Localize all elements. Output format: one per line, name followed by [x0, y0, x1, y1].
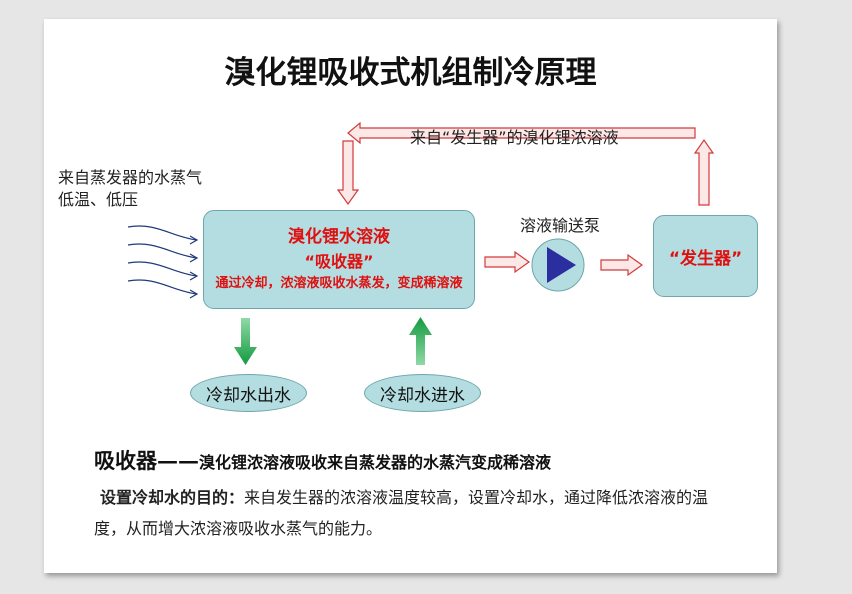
summary-heading: 吸收器——溴化锂浓溶液吸收来自蒸发器的水蒸汽变成稀溶液 — [94, 445, 551, 475]
top-flow-label: 来自“发生器”的溴化锂浓溶液 — [410, 128, 619, 147]
absorber-box: 溴化锂水溶液 “吸收器” 通过冷却，浓溶液吸收水蒸发，变成稀溶液 — [203, 210, 475, 309]
arrow-absorber-to-pump — [484, 250, 531, 274]
steam-label-line2: 低温、低压 — [58, 190, 139, 209]
steam-label-line1: 来自蒸发器的水蒸气 — [58, 168, 203, 187]
pump-label: 溶液输送泵 — [520, 216, 601, 235]
absorber-line3: 通过冷却，浓溶液吸收水蒸发，变成稀溶液 — [215, 276, 463, 291]
slide: 溴化锂吸收式机组制冷原理 来自“发生器”的溴化锂浓溶液 来自蒸发器的水蒸气 低温… — [44, 19, 777, 573]
return-arrow-top — [347, 121, 696, 145]
cooling-water-out: 冷却水出水 — [190, 374, 307, 412]
cooling-water-in: 冷却水进水 — [364, 374, 481, 412]
summary-para-bold: 设置冷却水的目的： — [100, 488, 245, 507]
return-arrow-down — [336, 140, 360, 206]
absorber-line2: “吸收器” — [304, 252, 374, 271]
cooling-out-arrow — [234, 318, 257, 365]
page-title: 溴化锂吸收式机组制冷原理 — [224, 55, 597, 91]
arrow-pump-to-generator — [600, 253, 644, 277]
cooling-out-label: 冷却水出水 — [206, 385, 291, 406]
generator-box: “发生器” — [653, 215, 758, 297]
summary-heading-big: 吸收器—— — [94, 448, 199, 473]
summary-paragraph: 设置冷却水的目的：来自发生器的浓溶液温度较高，设置冷却水，通过降低浓溶液的温度，… — [94, 482, 734, 544]
generator-label: “发生器” — [668, 248, 743, 269]
flow-arrows — [127, 121, 715, 365]
summary-para-text: 来自发生器的浓溶液温度较高，设置冷却水，通过降低浓溶液的温度，从而增大浓溶液吸收… — [94, 488, 709, 538]
return-arrow-up — [693, 138, 715, 206]
steam-inflow-arrows — [127, 225, 199, 299]
summary-heading-rest: 溴化锂浓溶液吸收来自蒸发器的水蒸汽变成稀溶液 — [199, 453, 552, 472]
cooling-in-arrow — [409, 317, 432, 365]
absorber-line1: 溴化锂水溶液 — [288, 227, 390, 247]
cooling-in-label: 冷却水进水 — [380, 385, 465, 406]
pump-triangle-icon — [547, 247, 576, 283]
